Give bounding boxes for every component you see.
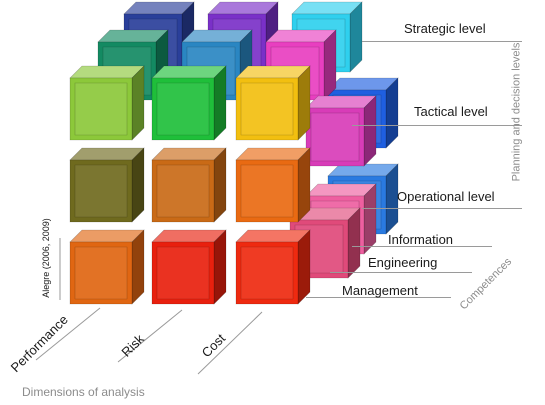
front-cube-r1-c2-top [151,65,227,79]
middle-cube-6-side [347,207,361,279]
front-cube-r1-c2-side [213,65,227,141]
tactical-level-label: Tactical level [414,104,488,119]
performance-leader-line [35,307,101,361]
front-cube-r3-c3-face [240,246,294,300]
front-cube-r3-c1-side [131,229,145,305]
front-cube-r1-c3-face [240,82,294,136]
front-cube-r2-c1-top [69,147,145,161]
management-label: Management [342,283,418,298]
planning-axis-title: Planning and decision levels [510,42,523,182]
front-cube-r1-c3-side [297,65,311,141]
cost-leader-line [197,311,263,375]
front-cube-r3-c1-face [74,246,128,300]
front-cube-r2-c3-side [297,147,311,223]
management-leader-line [306,297,451,298]
middle-cube-4-side [363,95,377,167]
information-leader-line [352,246,492,247]
operational-level-label: Operational level [397,189,495,204]
back-cube-3-side [349,1,363,73]
front-cube-r1-c1-side [131,65,145,141]
front-cube-r3-c3-top [235,229,311,243]
engineering-leader-line [330,272,472,273]
front-cube-r3-c2-side [213,229,227,305]
front-cube-r2-c1-side [131,147,145,223]
strategic-level-label: Strategic level [404,21,486,36]
dimensions-axis-title: Dimensions of analysis [22,385,145,399]
front-cube-r2-c1-face [74,164,128,218]
front-cube-r1-c3-top [235,65,311,79]
information-label: Information [388,232,454,247]
middle-cube-4-face [310,112,360,162]
middle-cube-3-side [323,29,337,101]
strategic-leader-line [362,41,522,42]
front-cube-r3-c3-side [297,229,311,305]
front-cube-r3-c1-top [69,229,145,243]
back-cube-4-side [385,77,399,149]
engineering-label: Engineering [368,255,438,270]
front-cube-r2-c2-top [151,147,227,161]
front-cube-r1-c1-face [74,82,128,136]
front-cube-r1-c2-face [156,82,210,136]
front-cube-r2-c2-face [156,164,210,218]
front-cube-r2-c3-top [235,147,311,161]
front-cube-r1-c1-top [69,65,145,79]
front-cube-r3-c2-top [151,229,227,243]
risk-leader-line [117,309,183,363]
middle-cube-5-side [363,183,377,255]
operational-leader-line [362,208,522,209]
citation-label: Alegre (2006, 2009) [40,218,51,298]
front-cube-r2-c2-side [213,147,227,223]
front-cube-r3-c2-face [156,246,210,300]
tactical-leader-line [352,125,522,126]
front-cube-r2-c3-face [240,164,294,218]
